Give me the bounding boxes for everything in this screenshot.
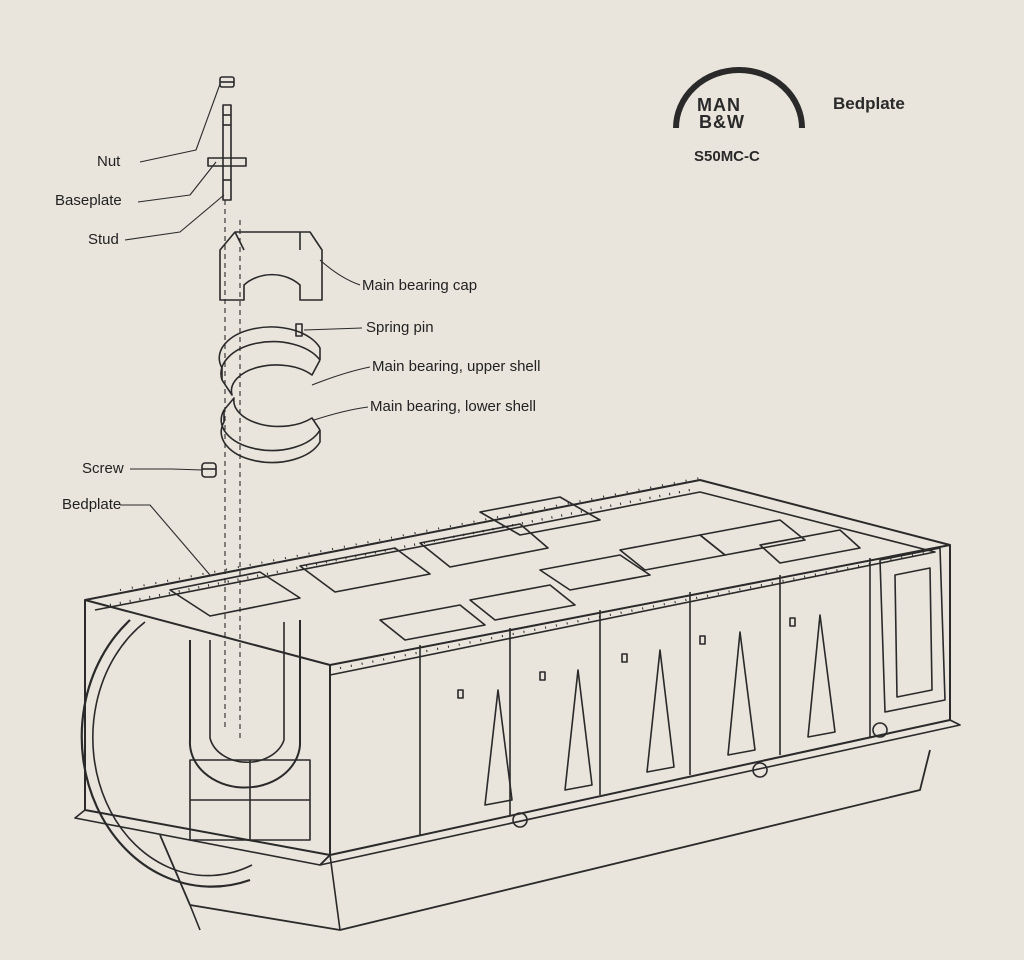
leader-lines	[120, 83, 371, 576]
main-bearing-cap-part	[219, 231, 323, 301]
logo-text-bw: B&W	[699, 112, 745, 132]
label-stud: Stud	[88, 231, 119, 248]
label-main-bearing-cap: Main bearing cap	[362, 277, 478, 294]
label-bedplate: Bedplate	[62, 496, 122, 513]
engine-model: S50MC-C	[694, 148, 760, 165]
label-nut: Nut	[97, 153, 121, 170]
nut-part	[219, 76, 235, 88]
label-lower-shell: Main bearing, lower shell	[370, 398, 536, 415]
label-upper-shell: Main bearing, upper shell	[372, 358, 541, 375]
bedplate-body	[74, 477, 961, 931]
label-spring-pin: Spring pin	[366, 319, 434, 336]
baseplate-part	[207, 157, 247, 167]
label-screw: Screw	[82, 460, 124, 477]
diagram-title: Bedplate	[833, 94, 905, 113]
lower-shell-part	[220, 397, 321, 464]
label-baseplate: Baseplate	[55, 192, 122, 209]
spring-pin-part	[295, 323, 303, 337]
stud-part	[222, 104, 232, 201]
upper-shell-part	[218, 326, 321, 396]
screw-part	[201, 462, 217, 478]
man-bw-logo-icon	[673, 67, 805, 130]
logo-text-man: MAN	[697, 95, 741, 115]
